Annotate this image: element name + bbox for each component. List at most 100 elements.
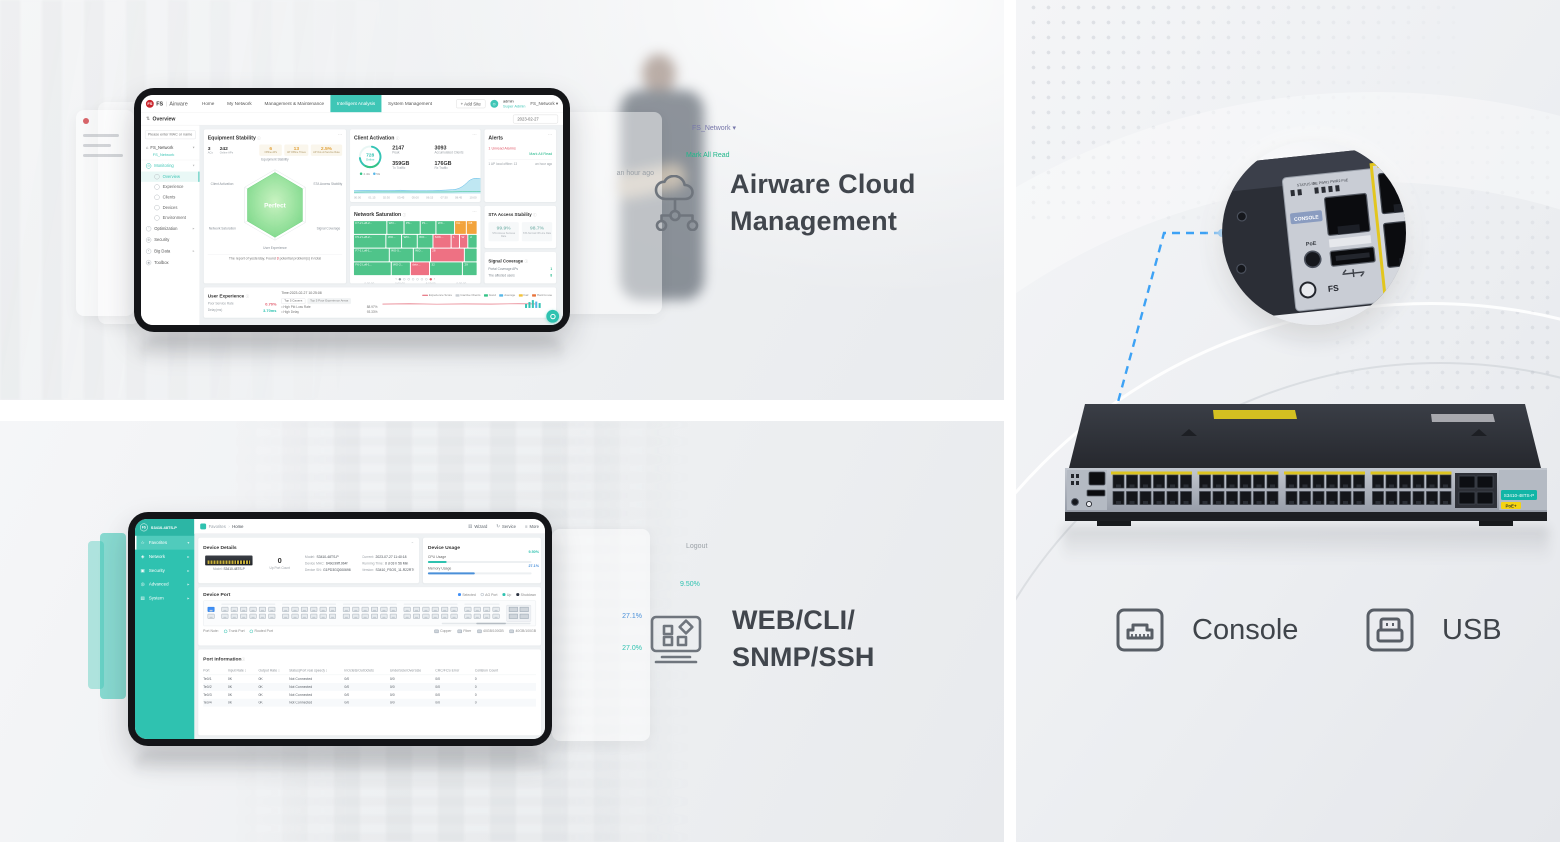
device-port[interactable] [389,606,397,612]
treemap-cell[interactable]: F5-2 Lv8-2... [353,234,386,248]
device-port[interactable] [291,613,299,619]
device-port[interactable] [361,606,369,612]
sfp-port[interactable] [508,606,518,612]
tab-top5-areas[interactable]: Top 5 Poor Experience Areas [307,298,352,305]
treemap-cell[interactable]: FA... [455,221,467,234]
treemap-cell[interactable]: WX... [436,221,455,234]
device-port[interactable] [371,606,378,612]
sidebar-item[interactable]: ◉ Toolbox [145,259,169,266]
device-port[interactable] [319,613,327,619]
device-port[interactable] [240,613,248,619]
treemap-cell[interactable]: W [460,234,468,248]
treemap-cell[interactable]: F7-2 Lv8-2... [353,221,387,234]
device-port[interactable] [413,606,420,612]
device-port[interactable] [258,613,266,619]
device-port[interactable] [441,606,449,612]
device-port[interactable] [403,606,411,612]
treemap-cell[interactable]: dete... [410,262,430,276]
treemap-cell[interactable]: WO... [417,234,433,248]
device-port[interactable] [207,613,215,619]
device-port[interactable] [492,613,500,619]
treemap-cell[interactable]: WO... [386,234,402,248]
sidebar-item[interactable]: ◎ Monitoring ▾ [145,162,195,169]
device-port[interactable] [473,606,481,612]
mark-all-read-button[interactable]: Mark All Read [529,151,553,156]
device-port[interactable] [492,606,500,612]
treemap-cell[interactable]: WO-5... [389,248,413,262]
device-port[interactable] [380,613,388,619]
treemap-cell[interactable]: P1... [420,221,436,234]
device-port[interactable] [361,613,369,619]
more-icon[interactable]: ⋯ [472,132,477,138]
treemap-cell[interactable]: 29 [462,262,477,276]
treemap-cell[interactable]: WO... [402,234,417,248]
device-port[interactable] [464,606,472,612]
sidebar-item[interactable]: ◔ Optimization ▸ [145,225,195,232]
sidebar-item[interactable]: ◐ Big Data ▸ [145,248,195,254]
device-port[interactable] [464,613,472,619]
alarm-row[interactable]: 1 AP local offline: 13 an hour ago [488,162,553,167]
device-port[interactable] [441,613,449,619]
device-port[interactable] [268,606,276,612]
device-port[interactable] [310,613,318,619]
more-icon[interactable]: ⋯ [547,132,553,138]
treemap-cell[interactable]: 28 [430,248,465,262]
nav-item[interactable]: Management & Maintenance [264,100,325,107]
topbar-action[interactable]: ≡ More [524,523,540,529]
device-port[interactable] [422,606,430,612]
device-port[interactable] [483,613,491,619]
treemap-cell[interactable]: WO-2... [391,262,410,276]
device-port[interactable] [329,613,337,619]
device-port[interactable] [352,613,360,619]
treemap-cell[interactable]: WO... [387,221,404,234]
treemap-cell[interactable]: d [468,234,477,248]
device-port[interactable] [282,606,290,612]
sidebar-item[interactable]: ☆ Favorites ▾ [135,535,195,550]
treemap-cell[interactable]: F6-2 Lv8-1... [353,262,391,276]
sfp-port[interactable] [508,613,518,619]
nav-item[interactable]: Home [201,100,215,107]
port-panel-scrollbar[interactable] [441,622,531,625]
treemap-cell[interactable]: 32 [429,262,463,276]
device-port[interactable] [221,613,229,619]
sidebar-item[interactable]: Environment [141,213,199,223]
topbar-action[interactable]: ↻ Service [496,523,516,529]
date-picker[interactable]: 2023-02-27 [512,114,559,124]
device-port[interactable] [282,613,290,619]
device-port[interactable] [342,606,350,612]
sidebar-item[interactable]: ▤ System ▸ [140,595,190,601]
device-port[interactable] [371,613,378,619]
device-port[interactable] [342,613,350,619]
treemap-cell[interactable]: C8 [467,221,477,234]
support-float-button[interactable] [546,309,560,323]
sidebar-item[interactable]: Experience [141,182,199,192]
device-port[interactable] [413,613,420,619]
add-site-button[interactable]: + Add Site [456,99,486,109]
device-port[interactable] [300,606,308,612]
sidebar-item[interactable]: ▣ Security ▸ [140,567,190,573]
device-port[interactable] [310,606,318,612]
treemap-cell[interactable]: P6... [404,221,420,234]
sidebar-search-input[interactable] [144,130,196,139]
nav-item[interactable]: System Management [387,100,433,107]
device-port[interactable] [431,606,439,612]
device-port[interactable] [240,606,248,612]
sidebar-item[interactable]: ◎ Advanced ▸ [140,581,190,587]
device-port[interactable] [431,613,439,619]
sidebar-item[interactable]: Clients [141,192,199,202]
treemap-cell[interactable] [465,248,477,262]
device-port[interactable] [249,613,257,619]
device-port[interactable] [483,606,491,612]
device-port[interactable] [258,606,266,612]
device-port[interactable] [230,606,238,612]
sidebar-item[interactable]: Devices [141,202,199,212]
device-port[interactable] [300,613,308,619]
device-port[interactable] [291,606,299,612]
network-tree-child[interactable]: FS_Network [141,152,200,161]
breadcrumb[interactable]: Favorites › Home [200,523,243,530]
treemap-cell[interactable]: F7-1 Lv8-1... [353,248,389,262]
sfp-port[interactable] [519,613,529,619]
